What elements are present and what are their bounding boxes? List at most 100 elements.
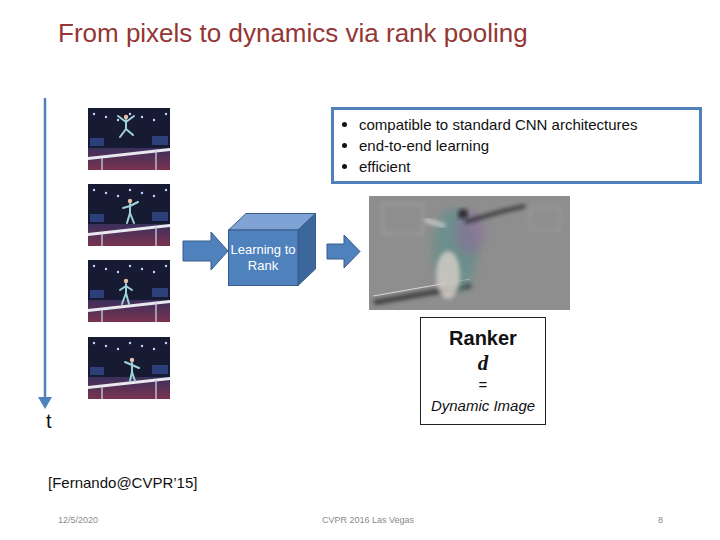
gymnast-arm bbox=[130, 202, 138, 206]
arm-trace bbox=[465, 206, 525, 222]
beam-leg bbox=[155, 303, 157, 322]
bullet-item: end-to-end learning bbox=[340, 135, 691, 156]
gymnast-leg bbox=[120, 129, 126, 137]
gymnast-leg bbox=[130, 213, 134, 223]
beam-leg bbox=[155, 151, 157, 170]
arena-light bbox=[117, 271, 119, 273]
frame-background bbox=[88, 184, 170, 246]
arena-light bbox=[153, 271, 155, 273]
beam-leg bbox=[155, 380, 157, 399]
gymnast-leg bbox=[132, 372, 135, 381]
gymnast-arm bbox=[126, 286, 132, 290]
arena-board bbox=[152, 365, 168, 374]
arena-light bbox=[93, 265, 95, 267]
feature-box: compatible to standard CNN architectures… bbox=[331, 107, 702, 184]
video-frame bbox=[88, 184, 170, 246]
arena-light bbox=[105, 116, 107, 118]
head-trace bbox=[458, 209, 468, 219]
arm-trace bbox=[425, 220, 445, 226]
ranker-text: Dynamic Image bbox=[431, 395, 535, 417]
arena-light bbox=[129, 265, 131, 267]
gymnast-head bbox=[124, 115, 128, 119]
axis-label: t bbox=[46, 410, 52, 433]
bullet-text: end-to-end learning bbox=[359, 135, 489, 156]
citation: [Fernando@CVPR’15] bbox=[48, 474, 197, 491]
bullet-dot bbox=[342, 122, 347, 127]
cube-front bbox=[229, 230, 299, 286]
bullet-item: compatible to standard CNN architectures bbox=[340, 114, 691, 135]
arena-board bbox=[90, 290, 104, 298]
frame-background bbox=[88, 260, 170, 322]
video-frame bbox=[88, 108, 170, 170]
frame-stands bbox=[88, 224, 170, 246]
ranker-box: Rankerd=Dynamic Image bbox=[420, 317, 546, 425]
gymnast bbox=[120, 279, 132, 304]
beam-leg bbox=[101, 310, 103, 322]
arena-board bbox=[90, 138, 104, 146]
gymnast-leg bbox=[126, 129, 133, 135]
block-arrow bbox=[327, 235, 360, 268]
arena-light bbox=[153, 195, 155, 197]
bullet-text: efficient bbox=[359, 156, 410, 177]
arena-light bbox=[117, 195, 119, 197]
beam-leg bbox=[101, 158, 103, 170]
arena-light bbox=[165, 342, 167, 344]
gymnast-arm bbox=[132, 365, 139, 368]
arena-light bbox=[165, 189, 167, 191]
arena-board bbox=[90, 367, 104, 375]
frame-background bbox=[88, 108, 170, 170]
cube-label: Learning to Rank bbox=[230, 232, 296, 284]
footer-date: 12/5/2020 bbox=[58, 515, 98, 525]
arena-light bbox=[93, 189, 95, 191]
gymnast-leg bbox=[126, 293, 129, 304]
gymnast-head bbox=[128, 199, 132, 203]
ranker-text: d bbox=[478, 351, 489, 375]
slide-title: From pixels to dynamics via rank pooling bbox=[58, 18, 528, 49]
video-frame bbox=[88, 260, 170, 322]
frame-stands bbox=[88, 377, 170, 399]
arena-light bbox=[141, 268, 143, 270]
arena-light bbox=[129, 113, 131, 115]
bullet-dot bbox=[342, 164, 347, 169]
arena-light bbox=[129, 189, 131, 191]
bullet-text: compatible to standard CNN architectures bbox=[359, 114, 637, 135]
gymnast bbox=[123, 199, 138, 223]
ranker-heading: Ranker bbox=[449, 325, 517, 351]
gymnast-head bbox=[130, 358, 134, 362]
gymnast-head bbox=[124, 279, 128, 283]
arena-light bbox=[105, 192, 107, 194]
ranker-text: = bbox=[479, 375, 488, 395]
balance-beam bbox=[88, 377, 170, 389]
beam-leg bbox=[101, 387, 103, 399]
beam-leg bbox=[101, 234, 103, 246]
gymnast-arm bbox=[126, 116, 134, 122]
gymnast bbox=[125, 358, 139, 381]
frame-background bbox=[88, 337, 170, 399]
arena-light bbox=[141, 192, 143, 194]
time-axis bbox=[44, 98, 47, 398]
gymnast-arm bbox=[120, 286, 126, 290]
process-cube: Learning to Rank bbox=[228, 213, 316, 286]
arena-light bbox=[117, 348, 119, 350]
block-arrow bbox=[183, 232, 228, 270]
bullet-dot bbox=[342, 143, 347, 148]
gymnast bbox=[118, 115, 134, 137]
time-arrowhead bbox=[38, 397, 52, 409]
arena-light bbox=[141, 116, 143, 118]
arena-light bbox=[141, 345, 143, 347]
arena-board bbox=[152, 288, 168, 297]
arena-light bbox=[117, 119, 119, 121]
arena-light bbox=[93, 342, 95, 344]
arena-board bbox=[90, 214, 104, 222]
balance-beam bbox=[88, 224, 170, 236]
frame-stands bbox=[88, 148, 170, 170]
dynamic-image-background bbox=[369, 196, 570, 310]
arena-light bbox=[105, 268, 107, 270]
arena-light bbox=[93, 113, 95, 115]
page-number: 8 bbox=[658, 515, 663, 525]
ghost-board bbox=[530, 208, 560, 230]
balance-beam bbox=[88, 148, 170, 160]
gymnast-arm bbox=[118, 116, 126, 122]
